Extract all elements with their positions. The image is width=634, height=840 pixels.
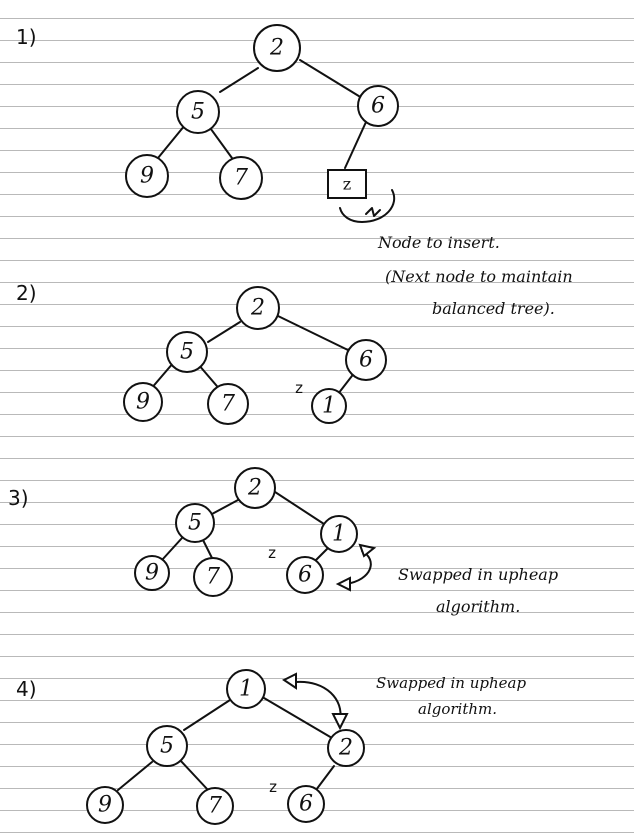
- z-mark: z: [269, 778, 277, 796]
- edge: [271, 489, 325, 525]
- heap-node: 9: [86, 786, 124, 824]
- edge: [179, 759, 209, 791]
- edge: [315, 765, 335, 791]
- heap-node: 7: [207, 383, 249, 425]
- step-2-label: 2): [16, 281, 37, 305]
- node-value: 1: [239, 677, 253, 702]
- node-value: 2: [269, 36, 284, 61]
- heap-node: 6: [357, 85, 399, 127]
- edge: [207, 321, 241, 343]
- edge: [299, 59, 363, 99]
- heap-node: 1: [320, 515, 358, 553]
- heap-node: 2: [234, 467, 276, 509]
- heap-node: 7: [196, 787, 234, 825]
- heap-node: 9: [123, 382, 163, 422]
- node-value: z: [343, 175, 351, 194]
- note-line: Swapped in upheap: [376, 674, 526, 692]
- step-4-label: 4): [16, 677, 37, 701]
- node-value: 7: [206, 565, 220, 590]
- node-value: 6: [359, 348, 373, 373]
- node-value: 6: [299, 792, 313, 817]
- node-value: 2: [247, 476, 262, 501]
- heap-node: 9: [125, 154, 169, 198]
- step-3-label: 3): [8, 486, 29, 510]
- z-mark: z: [295, 379, 303, 397]
- heap-node: 5: [166, 331, 208, 373]
- edge: [344, 121, 367, 169]
- heap-node: 7: [193, 557, 233, 597]
- edge: [219, 67, 259, 93]
- heap-node: 9: [134, 555, 170, 591]
- heap-node: 2: [236, 286, 280, 330]
- arrow-head: [358, 543, 377, 558]
- edge: [277, 315, 353, 353]
- edge: [313, 547, 329, 563]
- node-value: 9: [145, 561, 159, 586]
- heap-node: 5: [146, 725, 188, 767]
- note-line: (Next node to maintain: [385, 267, 573, 286]
- node-value: 9: [140, 164, 154, 189]
- node-value: 1: [322, 394, 336, 419]
- node-value: 9: [136, 390, 150, 415]
- pointer-arrow: [339, 189, 395, 223]
- step-1-label: 1): [16, 25, 37, 49]
- edge: [207, 124, 233, 159]
- step-4: 4) 1 5 2 9 7 6 z: [16, 669, 526, 825]
- edge: [211, 499, 239, 515]
- note-line: algorithm.: [436, 597, 520, 616]
- heap-node: 6: [286, 556, 324, 594]
- step-1: 1) 2 5 6 9 7 z: [16, 24, 573, 318]
- node-value: 9: [98, 793, 112, 818]
- edge: [263, 697, 333, 739]
- edge: [157, 124, 186, 159]
- node-value: 2: [250, 296, 265, 321]
- arrow-squiggle: [365, 207, 381, 217]
- node-value: 6: [371, 94, 385, 119]
- node-value: 7: [208, 794, 222, 819]
- heap-node: 5: [176, 90, 220, 134]
- heap-node: 7: [219, 156, 263, 200]
- heap-node: 5: [175, 503, 215, 543]
- heap-node: 2: [253, 24, 301, 72]
- heap-node: 1: [311, 388, 347, 424]
- arrow-head: [335, 576, 351, 592]
- heap-node: 6: [287, 785, 325, 823]
- node-value: 7: [221, 392, 235, 417]
- node-value: 7: [234, 166, 248, 191]
- arrow-head: [282, 672, 297, 690]
- heap-node: 6: [345, 339, 387, 381]
- node-value: 5: [180, 340, 194, 365]
- edge: [117, 761, 153, 791]
- note-line: Node to insert.: [377, 233, 500, 252]
- heap-node: 2: [327, 729, 365, 767]
- edge: [161, 537, 183, 561]
- heap-node: 1: [226, 669, 266, 709]
- node-value: 6: [298, 563, 312, 588]
- note-line: balanced tree).: [432, 299, 555, 318]
- node-value: 2: [338, 736, 353, 761]
- node-value: 5: [191, 100, 205, 125]
- node-value: 1: [332, 522, 346, 547]
- note-line: algorithm.: [418, 700, 497, 718]
- note-line: Swapped in upheap: [398, 565, 558, 584]
- step-3: 3) 2 5 1 9 7 6 z: [8, 467, 558, 616]
- insert-slot: z: [327, 169, 367, 199]
- z-mark: z: [268, 544, 276, 562]
- edge: [183, 699, 231, 731]
- step-2: 2) 2 5 6 9 7 1 z: [16, 281, 387, 425]
- node-value: 5: [188, 511, 202, 536]
- node-value: 5: [160, 734, 174, 759]
- arrow-head: [331, 713, 349, 731]
